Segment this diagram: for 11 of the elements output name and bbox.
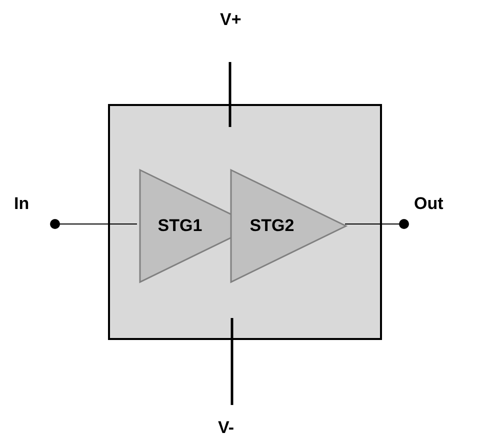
supply-wire bbox=[230, 318, 234, 405]
stage-label: STG1 bbox=[158, 216, 202, 236]
terminal-label: V+ bbox=[220, 10, 242, 30]
terminal-wire bbox=[50, 219, 138, 229]
stage-label: STG2 bbox=[250, 216, 294, 236]
terminal-label: V- bbox=[218, 418, 234, 438]
supply-wire bbox=[228, 62, 232, 127]
terminal-label: Out bbox=[414, 194, 444, 214]
amplifier-module-box bbox=[108, 104, 382, 340]
terminal-label: In bbox=[14, 194, 30, 214]
terminal-wire bbox=[344, 219, 409, 229]
